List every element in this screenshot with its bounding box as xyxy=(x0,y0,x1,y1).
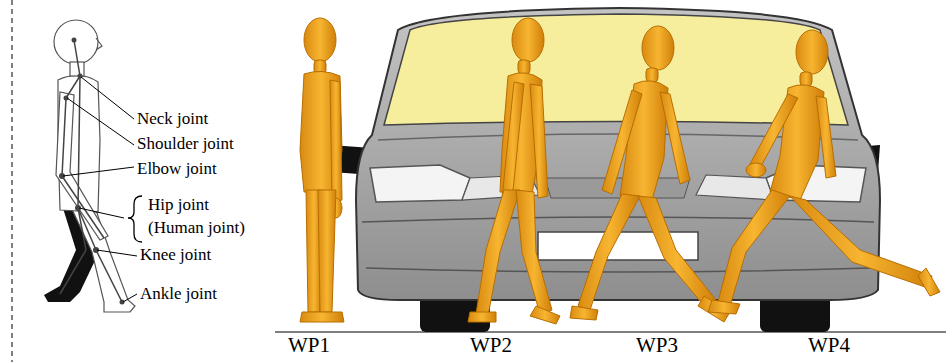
position-label: WP1 xyxy=(288,334,330,357)
position-label: WP3 xyxy=(636,334,678,357)
joint-label: (Human joint) xyxy=(148,219,245,238)
human-model xyxy=(12,0,142,362)
joint-label: Ankle joint xyxy=(140,285,217,304)
joint-label: Shoulder joint xyxy=(137,135,234,154)
joint-label: Hip joint xyxy=(148,196,209,215)
position-label: WP4 xyxy=(808,334,850,357)
pedestrian-dummies xyxy=(300,18,940,324)
car-front xyxy=(275,8,946,332)
joint-label: Knee joint xyxy=(140,246,211,265)
position-label: WP2 xyxy=(470,334,512,357)
joint-label: Neck joint xyxy=(137,110,208,129)
joint-label: Elbow joint xyxy=(137,160,217,179)
